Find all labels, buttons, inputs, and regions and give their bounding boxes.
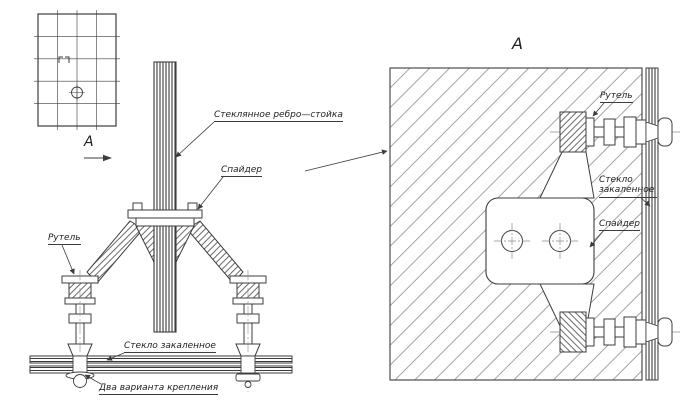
detail-title: А bbox=[512, 34, 523, 53]
detail-view bbox=[389, 67, 681, 381]
spider-left-arm bbox=[86, 220, 144, 284]
plan-grid bbox=[34, 10, 120, 130]
section-arrowhead-icon bbox=[103, 154, 112, 162]
leader-detail-rotule bbox=[592, 102, 605, 117]
leader-glass-fin bbox=[175, 121, 215, 158]
spider-top-plate bbox=[127, 209, 203, 219]
detail-facade-glass bbox=[645, 67, 659, 381]
leader-detail-glass bbox=[639, 196, 651, 207]
plan-spider-symbol bbox=[69, 84, 85, 101]
detail-spider-plate bbox=[485, 197, 595, 285]
label-detail-tempered-glass: Стекло закаленное bbox=[599, 175, 657, 198]
elevation-view bbox=[29, 61, 293, 392]
label-two-variants: Два варианта крепления bbox=[99, 383, 219, 396]
detail-reference-line bbox=[304, 149, 388, 172]
leader-lines bbox=[61, 102, 651, 385]
leader-spider bbox=[197, 176, 224, 210]
label-detail-spider: Спайдер bbox=[599, 219, 641, 232]
spider-bolt-right bbox=[187, 202, 198, 211]
spider-bolt-left bbox=[132, 202, 143, 211]
spider-second-plate bbox=[135, 217, 195, 227]
label-spider: Спайдер bbox=[221, 165, 263, 178]
label-tempered-glass: Стекло закаленное bbox=[124, 341, 216, 354]
section-arrow bbox=[84, 154, 112, 162]
label-detail-rotule: Рутель bbox=[600, 91, 633, 104]
right-glass-fitting bbox=[235, 355, 261, 388]
glass-fin bbox=[153, 61, 177, 333]
spider-right-arm bbox=[186, 220, 244, 284]
label-rotule: Рутель bbox=[48, 233, 81, 246]
leader-detail-spider bbox=[589, 229, 605, 248]
leader-two-variants bbox=[84, 374, 102, 385]
label-glass-fin: Стеклянное ребро—стойка bbox=[214, 110, 343, 123]
bottom-glass bbox=[29, 355, 293, 374]
plan-cut-mark bbox=[58, 56, 70, 63]
plan-view bbox=[34, 10, 120, 130]
section-mark-label: А bbox=[84, 134, 94, 150]
leader-tempered-glass bbox=[106, 352, 125, 361]
detail-hole-centerlines bbox=[494, 223, 578, 259]
leader-rotule bbox=[61, 244, 75, 275]
